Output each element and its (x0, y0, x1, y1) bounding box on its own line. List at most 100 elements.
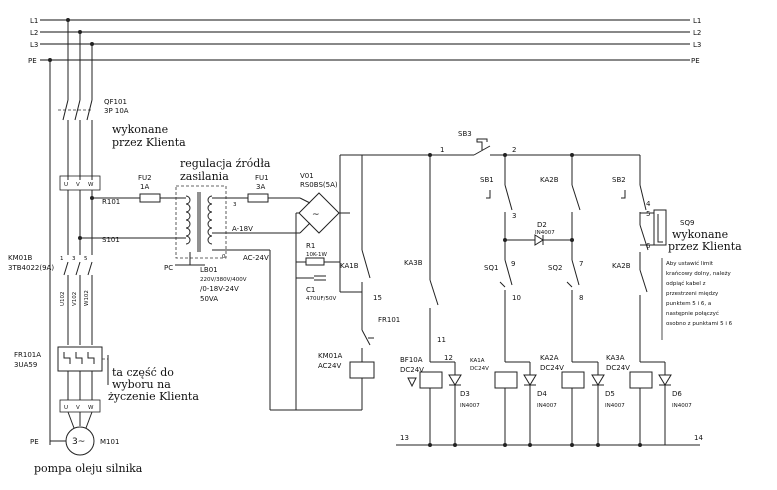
node-15: 15 (373, 294, 382, 302)
r1-resistor (305, 257, 325, 266)
svg-text:V: V (76, 405, 80, 411)
node-14: 14 (694, 434, 703, 442)
bus-l1-label: L1 (30, 17, 38, 25)
node-6: 6 (646, 242, 651, 250)
terminal-strip-top: U V W FU2 1A R101 S101 (59, 174, 180, 244)
svg-text:osobno z punktami 5 i 6: osobno z punktami 5 i 6 (666, 321, 733, 327)
rectifier-v01: ~ V01 RS0BS(5A) R1 10K-1W C1 470UF/50V (295, 155, 362, 410)
svg-text:W102: W102 (84, 290, 90, 306)
client-note-2a: wykonane (672, 228, 728, 241)
svg-text:U102: U102 (60, 291, 66, 306)
d4-label: D4 (537, 390, 547, 398)
bus-l3-label: L3 (30, 41, 38, 49)
svg-text:odpiąć kabel z: odpiąć kabel z (666, 280, 706, 287)
ka3a-label: KA3A (606, 354, 625, 362)
sb3-label: SB3 (458, 130, 472, 138)
node-2: 2 (512, 146, 516, 154)
thermal-relay-fr101a: FR101A 3UA59 ta część do wyboru na życze… (14, 346, 199, 403)
motor-id: M101 (100, 438, 119, 446)
fr101a-type: 3UA59 (14, 361, 37, 369)
sb1-label: SB1 (480, 176, 494, 184)
svg-text:krańcowy dolny, należy: krańcowy dolny, należy (666, 270, 731, 277)
svg-text:Aby ustawić limit: Aby ustawić limit (666, 260, 714, 267)
bus-pe-label-right: PE (691, 57, 700, 65)
node-4: 4 (646, 200, 651, 208)
ka2a-coil (561, 371, 585, 389)
svg-text:V102: V102 (72, 292, 78, 306)
svg-text:W: W (88, 182, 94, 188)
sq2-label: SQ2 (548, 264, 562, 272)
tr-spec-a: 220V/380V/400V (200, 277, 247, 283)
supply-title-a: regulacja źródła (180, 157, 271, 170)
km01a-coil (349, 361, 375, 379)
svg-text:3: 3 (72, 256, 76, 262)
pump-caption: pompa oleju silnika (34, 462, 143, 475)
svg-text:U: U (64, 405, 68, 411)
node-7: 7 (579, 260, 583, 268)
ka2a-label: KA2A (540, 354, 559, 362)
fu2-label: FU2 (138, 174, 152, 182)
fu1-label: FU1 (255, 174, 269, 182)
km01b-label: KM01B (8, 254, 33, 262)
ka1a-coil (494, 371, 518, 389)
ka3a-volt: DC24V (606, 364, 630, 372)
bus-l3-label-right: L3 (693, 41, 701, 49)
c1-label: C1 (306, 286, 315, 294)
node-8: 8 (579, 294, 583, 302)
supply-title-b: zasilania (180, 170, 229, 183)
client-note-1b: przez Klienta (112, 136, 186, 149)
limit-note: Aby ustawić limit krańcowy dolny, należy… (661, 258, 733, 340)
node-5: 5 (646, 210, 650, 218)
fu2-fuse (139, 193, 161, 203)
bus-pe-label: PE (28, 57, 37, 65)
node-1: 1 (440, 146, 444, 154)
node-13: 13 (400, 434, 409, 442)
bf10a-volt: DC24V (400, 366, 424, 374)
ka3a-coil (629, 371, 653, 389)
ka1a-volt: DC24V (470, 366, 489, 372)
client-note-2b: przez Klienta (668, 240, 742, 253)
s101-label: S101 (102, 236, 120, 244)
v01-type: RS0BS(5A) (300, 181, 338, 189)
d6-label: D6 (672, 390, 682, 398)
choice-note-b: wyboru na (112, 378, 171, 391)
svg-text:V: V (76, 182, 80, 188)
node-3: 3 (512, 212, 516, 220)
svg-text:następnie połączyć: następnie połączyć (666, 310, 719, 317)
qf101-label: QF101 (104, 98, 127, 106)
motor-sym-text: 3~ (72, 437, 85, 447)
node-11: 11 (437, 336, 446, 344)
d2-type: IN4007 (535, 230, 555, 236)
fu1-fuse (247, 193, 269, 203)
d6-type: IN4007 (672, 403, 692, 409)
tap-0: 0 (222, 254, 226, 260)
fr101a-label: FR101A (14, 351, 41, 359)
fr101-label: FR101 (378, 316, 400, 324)
qf101-rating: 3P 10A (104, 107, 129, 115)
svg-text:~: ~ (312, 210, 320, 220)
svg-text:W: W (88, 405, 94, 411)
c1-value: 470UF/50V (306, 296, 337, 302)
km01a-volt: AC24V (318, 362, 341, 370)
fu2-rating: 1A (140, 183, 149, 191)
pe-motor-label: PE (30, 438, 39, 446)
ka2a-volt: DC24V (540, 364, 564, 372)
svg-text:przestrzeni między: przestrzeni między (666, 291, 719, 297)
d3-type: IN4007 (460, 403, 480, 409)
sq9-label: SQ9 (680, 219, 694, 227)
v01-label: V01 (300, 172, 314, 180)
bus-l2-label-right: L2 (693, 29, 701, 37)
choice-note-a: ta część do (112, 366, 174, 379)
contactor-km01b: KM01B 3TB4022(9A) 1 3 5 U102 V102 W102 (8, 190, 93, 345)
d4-type: IN4007 (537, 403, 557, 409)
sq1-label: SQ1 (484, 264, 498, 272)
svg-text:5: 5 (84, 256, 88, 262)
km01a-label: KM01A (318, 352, 343, 360)
d2-label: D2 (537, 221, 547, 229)
ka3b-label: KA3B (404, 259, 423, 267)
tr-spec-b: /0-18V-24V (200, 285, 239, 293)
bus-l2-label: L2 (30, 29, 38, 37)
ka1a-label: KA1A (470, 358, 485, 364)
node-10: 10 (512, 294, 521, 302)
